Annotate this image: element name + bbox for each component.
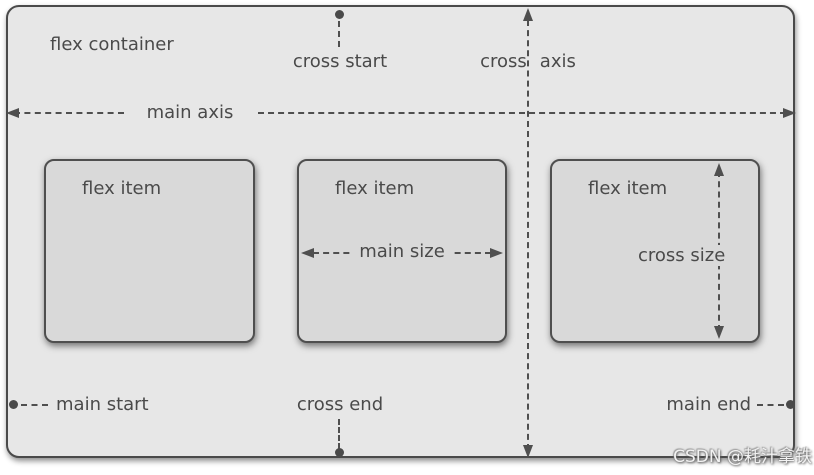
cross-size-down-arrow-icon bbox=[714, 326, 724, 339]
main-axis-label: main axis bbox=[146, 102, 234, 123]
flex-item-1-label: flex item bbox=[82, 178, 162, 199]
cross-start-stem bbox=[338, 21, 340, 47]
cross-axis-up-arrow-icon bbox=[523, 8, 533, 21]
main-axis-line-left bbox=[14, 112, 124, 114]
main-size-left-arrow-icon bbox=[301, 248, 314, 258]
main-axis-right-arrow-icon bbox=[783, 108, 796, 118]
main-size-label-text: main size bbox=[353, 241, 451, 262]
main-end-label: main end bbox=[666, 394, 751, 415]
csdn-watermark: CSDN @耗汁拿铁 bbox=[673, 447, 812, 467]
flex-item-2: flex item main size bbox=[297, 159, 507, 343]
main-start-stem bbox=[21, 404, 48, 406]
flex-item-2-label: flex item bbox=[335, 178, 415, 199]
cross-end-stem bbox=[338, 419, 340, 449]
main-axis-line-right bbox=[258, 112, 786, 114]
cross-start-dot-icon bbox=[335, 10, 344, 19]
main-axis-left-arrow-icon bbox=[6, 108, 19, 118]
cross-size-label: cross size bbox=[634, 245, 730, 266]
main-size-label: main size bbox=[299, 241, 505, 262]
cross-end-label: cross end bbox=[296, 394, 384, 415]
cross-size-up-arrow-icon bbox=[714, 163, 724, 176]
cross-axis-label: cross axis bbox=[438, 52, 618, 72]
cross-size-label-text: cross size bbox=[634, 245, 730, 266]
flex-container-label: flex container bbox=[50, 34, 174, 55]
cross-axis-word-axis: axis bbox=[539, 51, 576, 72]
cross-axis-line bbox=[527, 20, 529, 450]
flex-item-1: flex item bbox=[44, 159, 255, 343]
flex-item-3: flex item cross size bbox=[550, 159, 760, 343]
flex-item-3-label: flex item bbox=[588, 178, 668, 199]
main-end-stem bbox=[757, 404, 784, 406]
cross-start-label: cross start bbox=[292, 51, 388, 72]
cross-axis-word-cross: cross bbox=[480, 51, 527, 72]
cross-end-dot-icon bbox=[335, 448, 344, 457]
main-start-dot-icon bbox=[9, 400, 18, 409]
main-end-dot-icon bbox=[786, 400, 795, 409]
cross-axis-down-arrow-icon bbox=[523, 445, 533, 458]
main-size-right-arrow-icon bbox=[490, 248, 503, 258]
main-start-label: main start bbox=[56, 394, 149, 415]
